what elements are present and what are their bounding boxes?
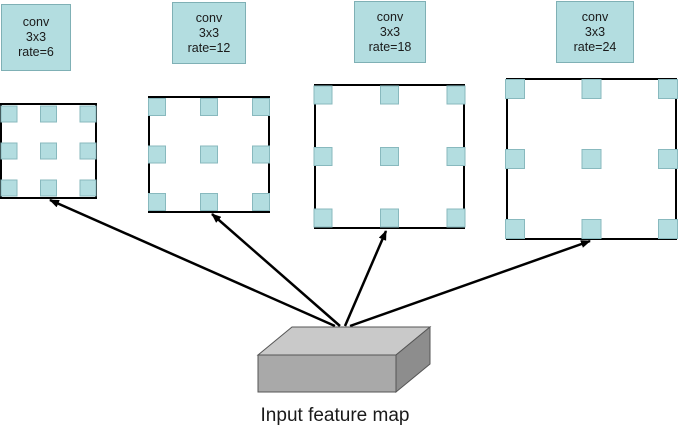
op-label: conv (22, 15, 50, 29)
branch-label-rate-12: conv 3x3 rate=12 (172, 2, 246, 64)
sampling-tap (200, 193, 218, 211)
sampling-tap (581, 79, 602, 99)
rate-label: rate=12 (187, 40, 231, 55)
op-label: conv (195, 10, 223, 25)
arrow-to-rate-24 (349, 239, 591, 328)
sampling-tap (446, 208, 466, 228)
sampling-tap (148, 145, 166, 164)
sampling-tap (79, 142, 97, 160)
branch-label-rate-24: conv 3x3 rate=24 (556, 1, 634, 63)
sampling-tap (79, 105, 97, 123)
sampling-tap (148, 193, 166, 211)
sampling-tap (200, 98, 218, 116)
block-side-face (395, 325, 431, 394)
rate-label: rate=6 (18, 45, 54, 59)
sampling-tap (0, 142, 18, 160)
kernel-label: 3x3 (25, 30, 47, 44)
sampling-tap (252, 98, 270, 116)
sampling-tap (252, 193, 270, 211)
kernel-label: 3x3 (198, 25, 220, 40)
sampling-tap (0, 179, 18, 197)
sampling-tap (446, 147, 466, 166)
rate-label: rate=24 (573, 39, 617, 54)
rate-label: rate=18 (368, 39, 412, 54)
arrow-to-rate-6 (49, 198, 336, 328)
sampling-tap (505, 219, 525, 239)
sampling-tap (581, 219, 602, 239)
sampling-tap (446, 85, 466, 105)
input-feature-map-caption: Input feature map (260, 405, 410, 426)
kernel-label: 3x3 (584, 24, 606, 39)
sampling-tap (40, 105, 57, 123)
sampling-tap (313, 85, 333, 105)
sampling-tap (79, 179, 97, 197)
sampling-tap (252, 145, 270, 164)
sampling-tap (148, 98, 166, 116)
kernel-label: 3x3 (379, 24, 401, 39)
sampling-tap (313, 208, 333, 228)
arrows-group (49, 198, 591, 328)
sampling-tap (505, 79, 525, 99)
sampling-tap (505, 149, 525, 169)
sampling-tap (0, 105, 18, 123)
op-label: conv (376, 9, 404, 24)
sampling-tap (313, 147, 333, 166)
sampling-tap (380, 147, 399, 166)
sampling-tap (658, 219, 678, 239)
sampling-tap (40, 179, 57, 197)
sampling-tap (40, 142, 57, 160)
branch-label-rate-6: conv 3x3 rate=6 (1, 4, 71, 71)
block-front-face (257, 354, 397, 393)
arrow-to-rate-18 (343, 230, 388, 327)
sampling-tap (380, 208, 399, 228)
grids-group (0, 78, 678, 240)
sampling-tap (200, 145, 218, 164)
branch-label-rate-18: conv 3x3 rate=18 (354, 1, 426, 63)
arrow-to-rate-12 (211, 213, 341, 327)
sampling-tap (380, 85, 399, 105)
sampling-tap (658, 79, 678, 99)
op-label: conv (581, 9, 609, 24)
sampling-tap (581, 149, 602, 169)
sampling-tap (658, 149, 678, 169)
input-feature-map-block (256, 325, 432, 394)
